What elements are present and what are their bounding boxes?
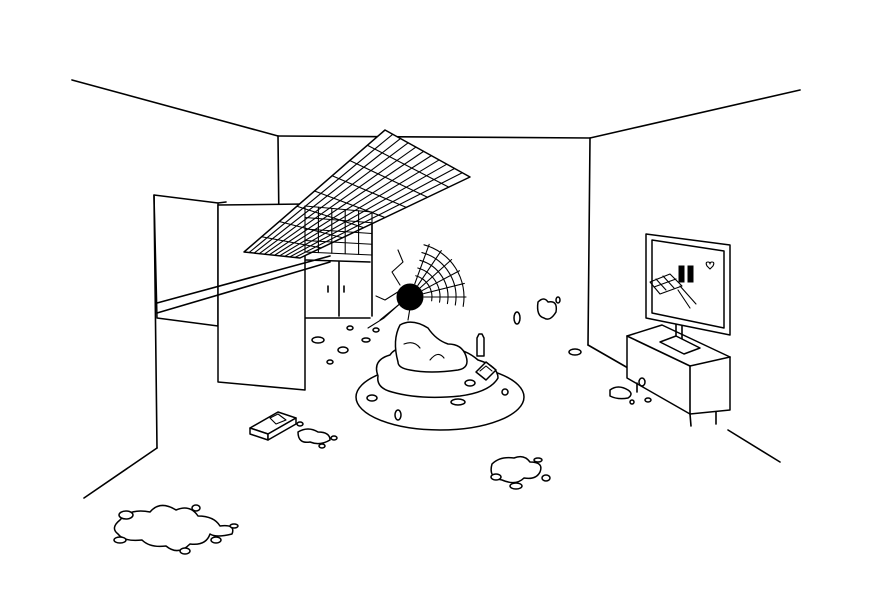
black-hole[interactable] xyxy=(367,243,467,329)
fallen-ceiling-grid[interactable] xyxy=(243,129,471,259)
beanbag-creature[interactable] xyxy=(355,321,525,431)
pause-icon[interactable] xyxy=(678,265,694,283)
room xyxy=(71,79,801,499)
slime-splatters xyxy=(113,296,652,555)
pizza-box[interactable] xyxy=(249,411,297,441)
heart-icon xyxy=(705,261,715,270)
tv-with-stand[interactable] xyxy=(626,233,731,427)
